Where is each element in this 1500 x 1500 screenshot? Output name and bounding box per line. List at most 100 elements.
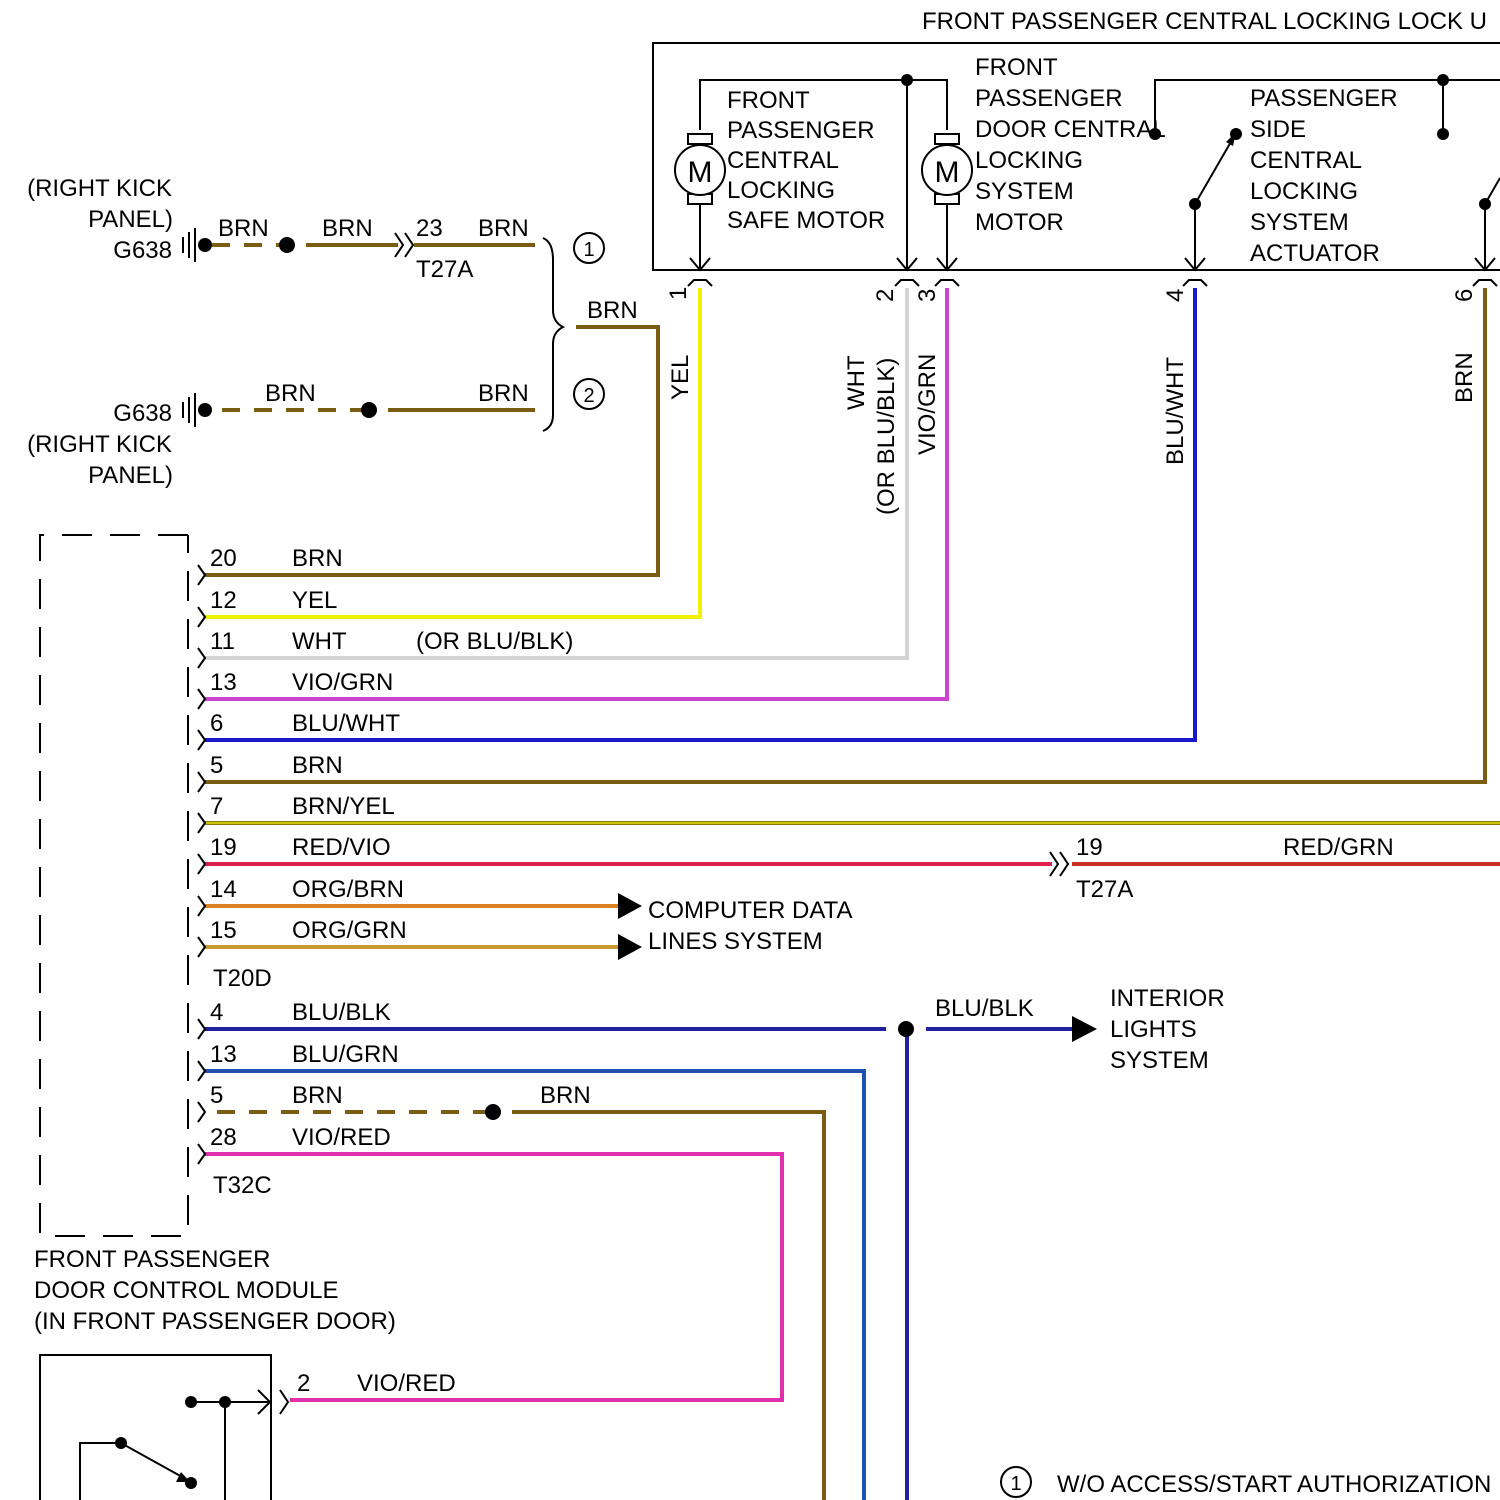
wire-label-wht-alt: (OR BLU/BLK)	[873, 358, 900, 515]
svg-text:PANEL): PANEL)	[88, 462, 173, 489]
svg-text:BRN: BRN	[478, 215, 529, 242]
switch-icon	[80, 1437, 197, 1500]
svg-text:BRN: BRN	[265, 380, 316, 407]
svg-text:DOOR CENTRAL: DOOR CENTRAL	[975, 116, 1166, 143]
svg-text:FRONT: FRONT	[727, 87, 810, 114]
door-motor-icon: M	[922, 134, 972, 204]
bottom-switch-wire: VIO/RED	[357, 1370, 456, 1397]
svg-text:LOCKING: LOCKING	[1250, 178, 1358, 205]
svg-text:LOCKING: LOCKING	[975, 147, 1083, 174]
wire-label-blu-wht: BLU/WHT	[1162, 357, 1189, 465]
svg-text:(RIGHT KICK: (RIGHT KICK	[27, 431, 172, 458]
red-connector-pin: 19	[1076, 834, 1103, 861]
ground-section: (RIGHT KICK PANEL) G638 BRN BRN 23 BRN T…	[27, 175, 638, 489]
svg-text:W/O ACCESS/START AUTHORIZATION: W/O ACCESS/START AUTHORIZATION	[1057, 1471, 1491, 1498]
pin-4-label: 4	[1162, 289, 1189, 302]
lock-unit-title: FRONT PASSENGER CENTRAL LOCKING LOCK U	[922, 8, 1487, 35]
wire-label-yel: YEL	[667, 355, 694, 400]
wire-color: ORG/BRN	[292, 876, 404, 903]
svg-text:BRN: BRN	[218, 215, 269, 242]
svg-text:FRONT PASSENGER: FRONT PASSENGER	[34, 1246, 270, 1273]
wire-color: BRN	[292, 545, 343, 572]
pin-number: 28	[210, 1124, 237, 1151]
wire-color: ORG/GRN	[292, 917, 407, 944]
pin-6-label: 6	[1451, 289, 1478, 302]
svg-text:1: 1	[583, 239, 594, 261]
wire-color: BRN	[292, 1082, 343, 1109]
svg-text:LOCKING: LOCKING	[727, 177, 835, 204]
interior-lights-label: LIGHTS	[1110, 1016, 1197, 1043]
svg-text:BRN: BRN	[587, 297, 638, 324]
red-connector-id: T27A	[1076, 876, 1133, 903]
safe-motor-label: FRONT PASSENGER CENTRAL LOCKING SAFE MOT…	[727, 87, 885, 234]
wire-color-alt: (OR BLU/BLK)	[416, 628, 573, 655]
interior-lights-label: SYSTEM	[1110, 1047, 1209, 1074]
svg-text:CENTRAL: CENTRAL	[727, 147, 839, 174]
svg-text:(IN FRONT PASSENGER DOOR): (IN FRONT PASSENGER DOOR)	[34, 1308, 396, 1335]
pin-number: 5	[210, 1082, 223, 1109]
wire-color: BRN/YEL	[292, 793, 395, 820]
wire-color: BLU/BLK	[292, 999, 391, 1026]
svg-text:2: 2	[583, 385, 594, 407]
bottom-switch-pin: 2	[297, 1370, 310, 1397]
wire-color: VIO/RED	[292, 1124, 391, 1151]
wire-label-vio-grn: VIO/GRN	[914, 354, 941, 455]
wire-color: BLU/WHT	[292, 710, 400, 737]
pin-3-label: 3	[914, 289, 941, 302]
ground-icon	[183, 393, 212, 427]
svg-text:CENTRAL: CENTRAL	[1250, 147, 1362, 174]
red-grn-wire-label: RED/GRN	[1283, 834, 1394, 861]
svg-text:DOOR CONTROL MODULE: DOOR CONTROL MODULE	[34, 1277, 338, 1304]
footnote: 1 W/O ACCESS/START AUTHORIZATION	[1001, 1467, 1491, 1498]
pin-number: 13	[210, 669, 237, 696]
pin-2-label: 2	[872, 289, 899, 302]
svg-text:PASSENGER: PASSENGER	[975, 85, 1123, 112]
pin-number: 14	[210, 876, 237, 903]
pin-number: 7	[210, 793, 223, 820]
door-motor-label: FRONT PASSENGER DOOR CENTRAL LOCKING SYS…	[975, 54, 1166, 236]
svg-text:BRN: BRN	[478, 380, 529, 407]
svg-text:MOTOR: MOTOR	[975, 209, 1064, 236]
connector-id: T20D	[213, 965, 272, 992]
interior-wire-label: BLU/BLK	[935, 995, 1034, 1022]
svg-text:SYSTEM: SYSTEM	[1250, 209, 1349, 236]
svg-text:SIDE: SIDE	[1250, 116, 1306, 143]
svg-text:M: M	[688, 156, 713, 189]
pin-number: 15	[210, 917, 237, 944]
svg-text:PANEL): PANEL)	[88, 206, 173, 233]
svg-text:G638: G638	[113, 400, 172, 427]
svg-text:23: 23	[416, 215, 443, 242]
bottom-switch-box	[40, 1355, 288, 1500]
computer-data-label: COMPUTER DATA	[648, 897, 852, 924]
t20d-pin-list: 20 BRN 12 YEL 11 WHT (OR BLU/BLK) 13 VIO…	[210, 545, 573, 992]
svg-text:BRN: BRN	[322, 215, 373, 242]
module-name: FRONT PASSENGER DOOR CONTROL MODULE (IN …	[34, 1246, 396, 1335]
pin-number: 4	[210, 999, 223, 1026]
pin-number: 19	[210, 834, 237, 861]
svg-text:SAFE MOTOR: SAFE MOTOR	[727, 207, 885, 234]
wire-color: BLU/GRN	[292, 1041, 399, 1068]
pin-number: 11	[210, 628, 235, 655]
svg-text:FRONT: FRONT	[975, 54, 1058, 81]
connector-id: T32C	[213, 1172, 272, 1199]
door-control-module	[40, 535, 205, 1236]
wire-color: WHT	[292, 628, 347, 655]
pin-1-label: 1	[665, 287, 692, 300]
svg-text:PASSENGER: PASSENGER	[727, 117, 875, 144]
wire-color: RED/VIO	[292, 834, 391, 861]
svg-text:SYSTEM: SYSTEM	[975, 178, 1074, 205]
wire-label-brn-6: BRN	[1451, 352, 1478, 403]
svg-text:PASSENGER: PASSENGER	[1250, 85, 1398, 112]
ground-icon	[183, 228, 212, 262]
svg-text:1: 1	[1010, 1473, 1021, 1495]
safe-motor-icon: M	[675, 134, 725, 204]
svg-text:G638: G638	[113, 237, 172, 264]
actuator-label: PASSENGER SIDE CENTRAL LOCKING SYSTEM AC…	[1250, 85, 1398, 267]
pin-number: 5	[210, 752, 223, 779]
pin-number: 6	[210, 710, 223, 737]
connector-t27a-red-icon	[1050, 852, 1068, 876]
wire-color: YEL	[292, 587, 337, 614]
svg-text:(RIGHT KICK: (RIGHT KICK	[27, 175, 172, 202]
svg-text:M: M	[935, 156, 960, 189]
